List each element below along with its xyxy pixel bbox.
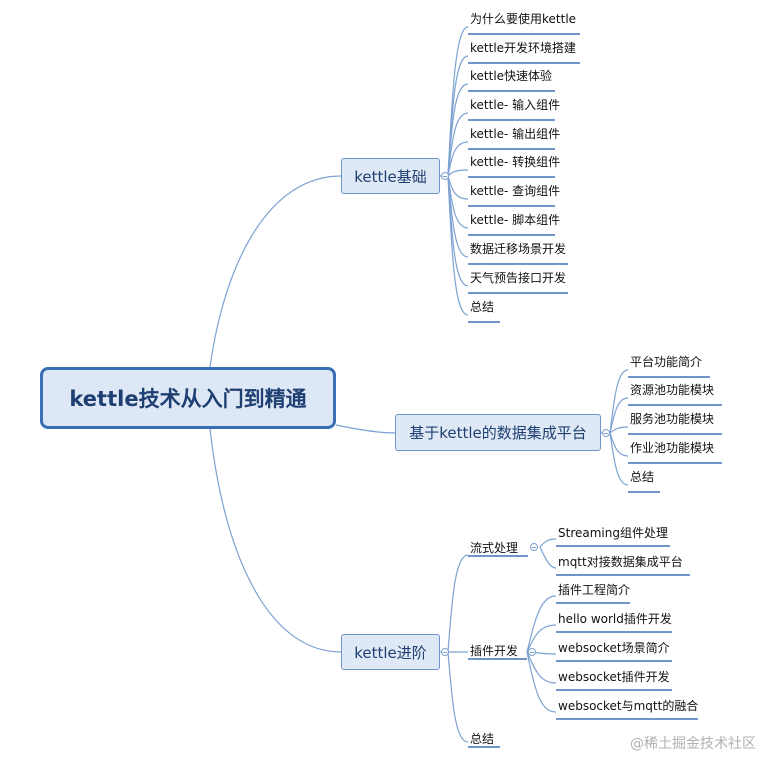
- leaf-topic[interactable]: 作业池功能模块: [630, 441, 715, 455]
- leaf-topic[interactable]: kettle- 查询组件: [470, 184, 561, 198]
- leaf-topic[interactable]: kettle开发环境搭建: [470, 41, 577, 55]
- leaf-topic[interactable]: 为什么要使用kettle: [470, 12, 577, 26]
- leaf-topic[interactable]: hello world插件开发: [558, 612, 672, 626]
- branch-kettle-advanced[interactable]: kettle进阶: [341, 634, 440, 670]
- leaf-topic[interactable]: 总结: [470, 300, 495, 314]
- leaf-topic[interactable]: Streaming组件处理: [558, 526, 668, 540]
- leaf-topic[interactable]: 总结: [630, 470, 655, 484]
- leaf-topic[interactable]: websocket插件开发: [558, 670, 670, 684]
- leaf-topic[interactable]: websocket与mqtt的融合: [558, 699, 699, 713]
- collapse-icon[interactable]: [528, 648, 536, 656]
- leaf-topic[interactable]: kettle快速体验: [470, 69, 553, 83]
- collapse-icon[interactable]: [530, 543, 538, 551]
- leaf-topic[interactable]: 天气预告接口开发: [470, 271, 567, 285]
- leaf-topic[interactable]: 平台功能简介: [630, 355, 703, 369]
- leaf-topic[interactable]: kettle- 转换组件: [470, 155, 561, 169]
- leaf-topic[interactable]: kettle- 脚本组件: [470, 213, 561, 227]
- collapse-icon[interactable]: [441, 172, 449, 180]
- leaf-topic[interactable]: websocket场景简介: [558, 641, 670, 655]
- leaf-topic[interactable]: 数据迁移场景开发: [470, 242, 567, 256]
- collapse-icon[interactable]: [602, 429, 610, 437]
- leaf-topic[interactable]: kettle- 输出组件: [470, 127, 561, 141]
- watermark-text: @稀土掘金技术社区: [630, 736, 756, 752]
- leaf-topic[interactable]: kettle- 输入组件: [470, 98, 561, 112]
- subtopic-plugin-dev[interactable]: 插件开发: [470, 644, 519, 658]
- branch-kettle-basics[interactable]: kettle基础: [341, 158, 440, 194]
- subtopic-streaming[interactable]: 流式处理: [470, 541, 519, 555]
- subtopic-summary[interactable]: 总结: [470, 732, 495, 746]
- leaf-topic[interactable]: 服务池功能模块: [630, 412, 715, 426]
- collapse-icon[interactable]: [441, 648, 449, 656]
- leaf-topic[interactable]: 插件工程简介: [558, 583, 631, 597]
- root-topic[interactable]: kettle技术从入门到精通: [40, 367, 336, 429]
- leaf-topic[interactable]: 资源池功能模块: [630, 383, 715, 397]
- leaf-topic[interactable]: mqtt对接数据集成平台: [558, 555, 683, 569]
- branch-integration-platform[interactable]: 基于kettle的数据集成平台: [395, 414, 601, 451]
